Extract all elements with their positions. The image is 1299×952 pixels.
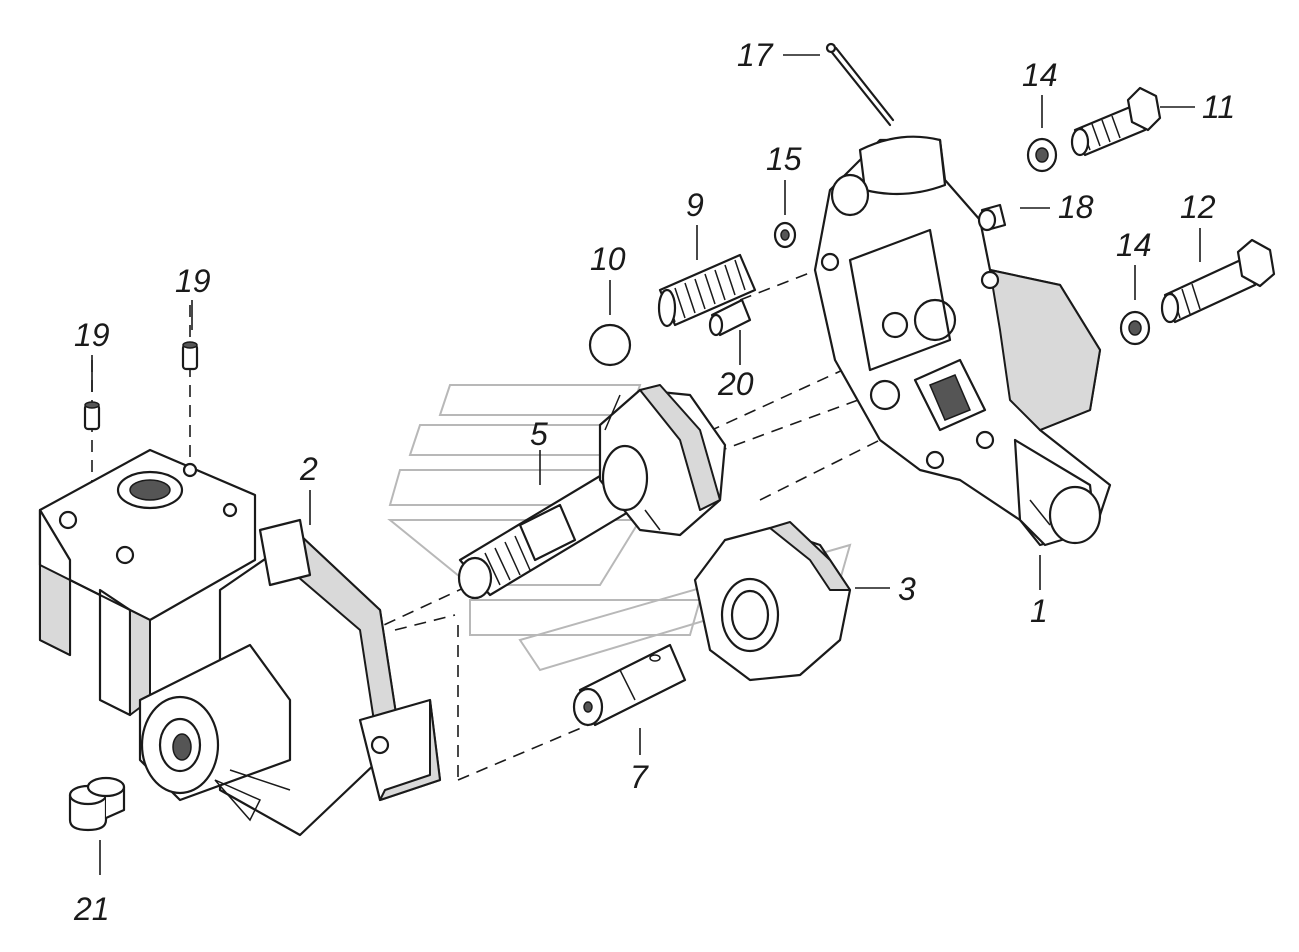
drive-gear-part-5	[457, 384, 727, 600]
callout-18: 18	[1058, 189, 1094, 225]
lock-washer-part-14a	[1026, 137, 1058, 173]
lock-washer-part-14b	[1119, 310, 1151, 346]
spring-part-9	[657, 253, 757, 328]
pump-body-part-2	[38, 448, 442, 837]
dowel-pin-part-19b	[181, 341, 199, 371]
plug-part-21	[68, 776, 126, 832]
callout-17: 17	[737, 37, 774, 73]
leader-lines	[91, 54, 1201, 875]
callout-14a: 14	[1022, 57, 1058, 93]
callout-15: 15	[766, 141, 802, 177]
callout-1: 1	[1030, 593, 1048, 629]
callout-20: 20	[717, 366, 754, 402]
ball-part-10	[588, 323, 632, 367]
callout-21: 21	[73, 891, 110, 927]
dowel-pin-part-19a	[83, 401, 101, 431]
callout-7: 7	[630, 759, 649, 795]
callout-10: 10	[590, 241, 626, 277]
pump-cover-part-1	[813, 135, 1112, 547]
bolt-part-11	[1070, 86, 1162, 157]
washer-part-15	[773, 221, 797, 249]
driven-gear-part-3	[693, 521, 852, 682]
callout-3: 3	[898, 571, 916, 607]
callout-19a: 19	[74, 317, 110, 353]
callout-12: 12	[1180, 189, 1216, 225]
pin-part-20	[708, 298, 752, 337]
driven-shaft-part-7	[572, 643, 687, 727]
callout-5: 5	[530, 416, 548, 452]
callout-9: 9	[686, 187, 704, 223]
cotter-pin-part-17	[825, 42, 895, 127]
callout-19b: 19	[175, 263, 211, 299]
callouts: 17 14 11 15 18 9 12 14 10 19 19 20 5 2 3…	[73, 37, 1235, 927]
bolt-part-12	[1160, 238, 1276, 324]
callout-11: 11	[1202, 89, 1235, 125]
callout-2: 2	[299, 451, 318, 487]
callout-14b: 14	[1116, 227, 1152, 263]
plug-part-18	[977, 203, 1007, 232]
